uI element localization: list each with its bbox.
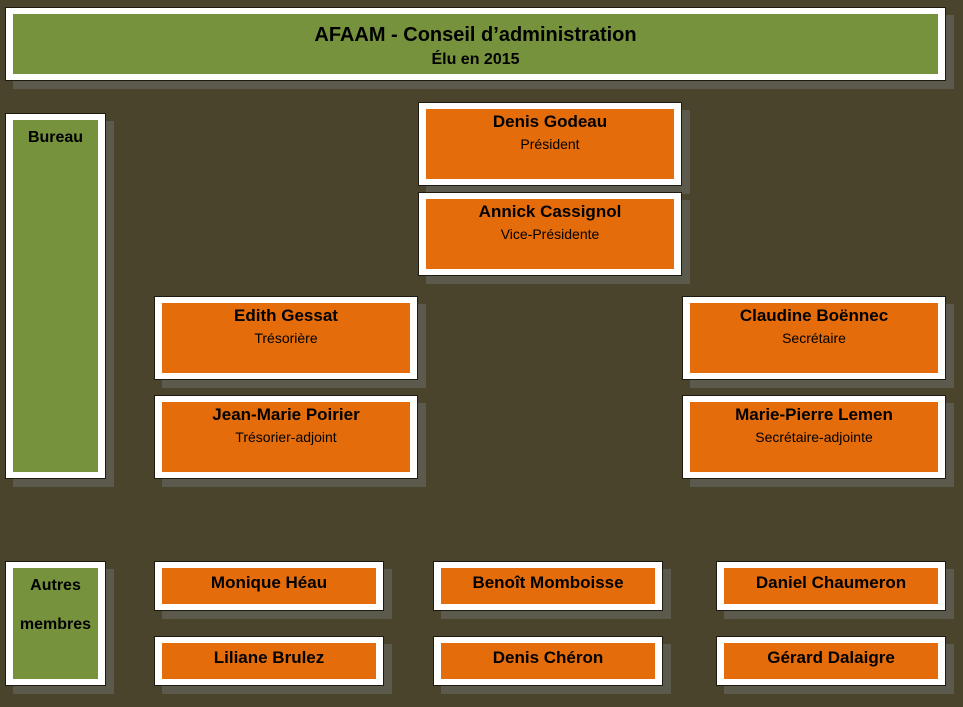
member-panel: Monique Héau (162, 568, 376, 604)
tresoriere-name: Edith Gessat (234, 306, 338, 325)
member-name: Daniel Chaumeron (755, 573, 907, 592)
secretaire-adjointe-box: Marie-Pierre Lemen Secrétaire-adjointe (682, 395, 946, 479)
vice-president-panel: Annick Cassignol Vice-Présidente (426, 199, 674, 269)
tresorier-adjoint-box: Jean-Marie Poirier Trésorier-adjoint (154, 395, 418, 479)
member-name: Benoît Momboisse (472, 573, 624, 592)
bureau-section-label: Bureau (27, 129, 84, 146)
bureau-section-panel: Bureau (13, 120, 98, 472)
autres-membres-section-box: Autres membres (5, 561, 106, 686)
member-name: Liliane Brulez (213, 648, 325, 667)
vice-president-name: Annick Cassignol (478, 202, 622, 221)
member-name: Gérard Dalaigre (767, 648, 895, 667)
chart-title: AFAAM - Conseil d’administration (314, 24, 637, 46)
president-panel: Denis Godeau Président (426, 109, 674, 179)
member-box: Liliane Brulez (154, 636, 384, 686)
president-name: Denis Godeau (492, 112, 608, 131)
member-box: Daniel Chaumeron (716, 561, 946, 611)
autres-membres-label-line2: membres (19, 616, 92, 633)
member-panel: Daniel Chaumeron (724, 568, 938, 604)
secretaire-box: Claudine Boënnec Secrétaire (682, 296, 946, 380)
tresoriere-box: Edith Gessat Trésorière (154, 296, 418, 380)
tresoriere-panel: Edith Gessat Trésorière (162, 303, 410, 373)
secretaire-adjointe-name: Marie-Pierre Lemen (735, 405, 893, 424)
president-role: Président (520, 136, 580, 152)
member-box: Denis Chéron (433, 636, 663, 686)
tresorier-adjoint-role: Trésorier-adjoint (235, 429, 337, 445)
member-panel: Liliane Brulez (162, 643, 376, 679)
member-panel: Gérard Dalaigre (724, 643, 938, 679)
secretaire-role: Secrétaire (782, 330, 846, 346)
tresorier-adjoint-name: Jean-Marie Poirier (212, 405, 360, 424)
header-panel: AFAAM - Conseil d’administration Élu en … (13, 14, 938, 74)
autres-membres-section-panel: Autres membres (13, 568, 98, 679)
member-panel: Denis Chéron (441, 643, 655, 679)
secretaire-panel: Claudine Boënnec Secrétaire (690, 303, 938, 373)
vice-president-box: Annick Cassignol Vice-Présidente (418, 192, 682, 276)
bureau-section-box: Bureau (5, 113, 106, 479)
member-box: Gérard Dalaigre (716, 636, 946, 686)
chart-subtitle: Élu en 2015 (431, 51, 520, 68)
secretaire-name: Claudine Boënnec (739, 306, 889, 325)
president-box: Denis Godeau Président (418, 102, 682, 186)
tresoriere-role: Trésorière (254, 330, 318, 346)
secretaire-adjointe-panel: Marie-Pierre Lemen Secrétaire-adjointe (690, 402, 938, 472)
vice-president-role: Vice-Présidente (500, 226, 600, 242)
secretaire-adjointe-role: Secrétaire-adjointe (755, 429, 873, 445)
member-name: Monique Héau (210, 573, 328, 592)
tresorier-adjoint-panel: Jean-Marie Poirier Trésorier-adjoint (162, 402, 410, 472)
member-box: Monique Héau (154, 561, 384, 611)
header-box: AFAAM - Conseil d’administration Élu en … (5, 7, 946, 81)
autres-membres-label-line1: Autres (30, 577, 81, 594)
member-panel: Benoît Momboisse (441, 568, 655, 604)
member-name: Denis Chéron (492, 648, 604, 667)
member-box: Benoît Momboisse (433, 561, 663, 611)
